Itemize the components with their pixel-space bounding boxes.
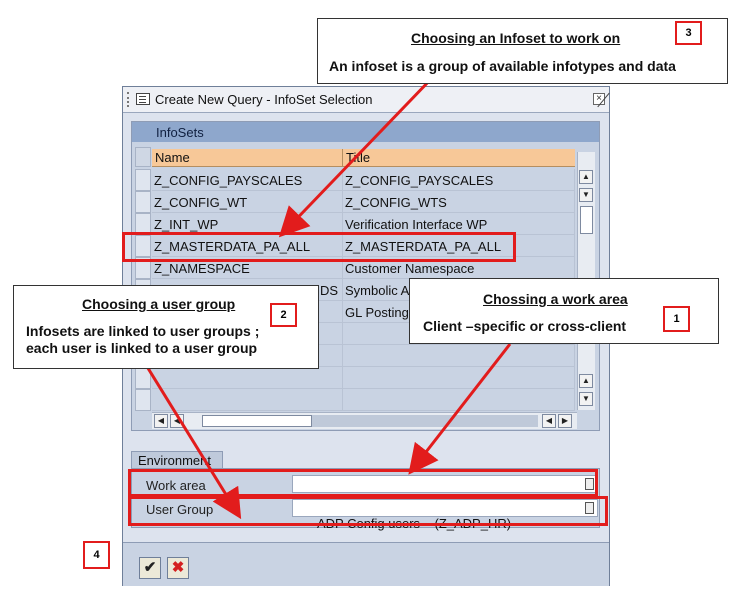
vertical-scroll-thumb[interactable] bbox=[580, 206, 593, 234]
step-number-2: 2 bbox=[270, 303, 297, 327]
callout-user-group-body-line1: Infosets are linked to user groups ; bbox=[26, 323, 260, 339]
cancel-button[interactable]: ✖ bbox=[167, 557, 189, 579]
infoset-name-cell[interactable]: Z_CONFIG_WT bbox=[152, 191, 343, 213]
row-selector[interactable] bbox=[135, 235, 151, 257]
scroll-up-icon[interactable]: ▲ bbox=[579, 374, 593, 388]
dropdown-help-icon[interactable] bbox=[585, 478, 594, 490]
row-selector[interactable] bbox=[135, 191, 151, 213]
row-selector[interactable] bbox=[135, 367, 151, 389]
dropdown-help-icon[interactable] bbox=[585, 502, 594, 514]
scroll-right-icon[interactable]: ▶ bbox=[558, 414, 572, 428]
infoset-name-cell[interactable] bbox=[152, 367, 343, 389]
confirm-button[interactable]: ✔ bbox=[139, 557, 161, 579]
column-header-title[interactable]: Title bbox=[343, 149, 575, 167]
infoset-name-cell[interactable]: Z_CONFIG_PAYSCALES bbox=[152, 169, 343, 191]
callout-infoset-heading: Choosing an Infoset to work on bbox=[411, 30, 621, 46]
row-selector[interactable] bbox=[135, 169, 151, 191]
scroll-left-icon[interactable]: ◀ bbox=[154, 414, 168, 428]
infosets-header: InfoSets bbox=[132, 122, 599, 142]
dialog-footer: ✔ ✖ bbox=[123, 542, 609, 586]
callout-infoset-body: An infoset is a group of available infot… bbox=[329, 58, 676, 74]
scroll-left-icon[interactable]: ◀ bbox=[170, 414, 184, 428]
infoset-title-cell[interactable]: Z_CONFIG_PAYSCALES bbox=[343, 169, 575, 191]
dialog-titlebar[interactable]: Create New Query - InfoSet Selection × bbox=[123, 87, 610, 113]
column-header-name[interactable]: Name bbox=[152, 149, 343, 167]
callout-work-area-body: Client –specific or cross-client bbox=[423, 318, 627, 334]
highlight-work-area bbox=[128, 469, 598, 497]
grip-icon bbox=[127, 92, 131, 107]
scroll-down-icon[interactable]: ▼ bbox=[579, 392, 593, 406]
horizontal-scroll-track bbox=[312, 415, 538, 427]
step-number-1: 1 bbox=[663, 306, 690, 332]
horizontal-scrollbar[interactable]: ◀ ◀ ◀ ▶ bbox=[152, 412, 577, 429]
environment-label: Environment bbox=[131, 451, 223, 469]
step-number-4: 4 bbox=[83, 541, 110, 569]
select-all-rows[interactable] bbox=[135, 147, 151, 167]
callout-work-area: Chossing a work area Client –specific or… bbox=[409, 278, 719, 344]
row-selector[interactable] bbox=[135, 389, 151, 411]
callout-work-area-heading: Chossing a work area bbox=[483, 291, 628, 307]
row-selector[interactable] bbox=[135, 257, 151, 279]
highlight-selected-infoset bbox=[122, 232, 516, 262]
infoset-title-cell[interactable]: Z_CONFIG_WTS bbox=[343, 191, 575, 213]
step-number-3: 3 bbox=[675, 21, 702, 45]
callout-user-group: Choosing a user group Infosets are linke… bbox=[13, 285, 319, 369]
scroll-down-icon[interactable]: ▼ bbox=[579, 188, 593, 202]
dialog-title: Create New Query - InfoSet Selection bbox=[155, 92, 373, 107]
callout-user-group-heading: Choosing a user group bbox=[82, 296, 236, 312]
scroll-up-icon[interactable]: ▲ bbox=[579, 170, 593, 184]
form-icon bbox=[136, 93, 150, 105]
callout-user-group-body-line2: each user is linked to a user group bbox=[26, 340, 258, 356]
infoset-title-cell[interactable] bbox=[343, 345, 575, 367]
infoset-title-cell[interactable] bbox=[343, 367, 575, 389]
infoset-name-cell[interactable] bbox=[152, 389, 343, 411]
highlight-user-group bbox=[128, 496, 608, 526]
scroll-left-icon[interactable]: ◀ bbox=[542, 414, 556, 428]
infoset-title-cell[interactable]: Z_MASTERDATA_PA_ALL bbox=[343, 235, 575, 257]
horizontal-scroll-thumb[interactable] bbox=[202, 415, 312, 427]
infoset-name-cell[interactable]: Z_MASTERDATA_PA_ALL bbox=[152, 235, 343, 257]
infoset-name-cell[interactable]: Z_NAMESPACE bbox=[152, 257, 343, 279]
callout-infoset: Choosing an Infoset to work on An infose… bbox=[317, 18, 728, 84]
infoset-title-cell[interactable] bbox=[343, 389, 575, 411]
